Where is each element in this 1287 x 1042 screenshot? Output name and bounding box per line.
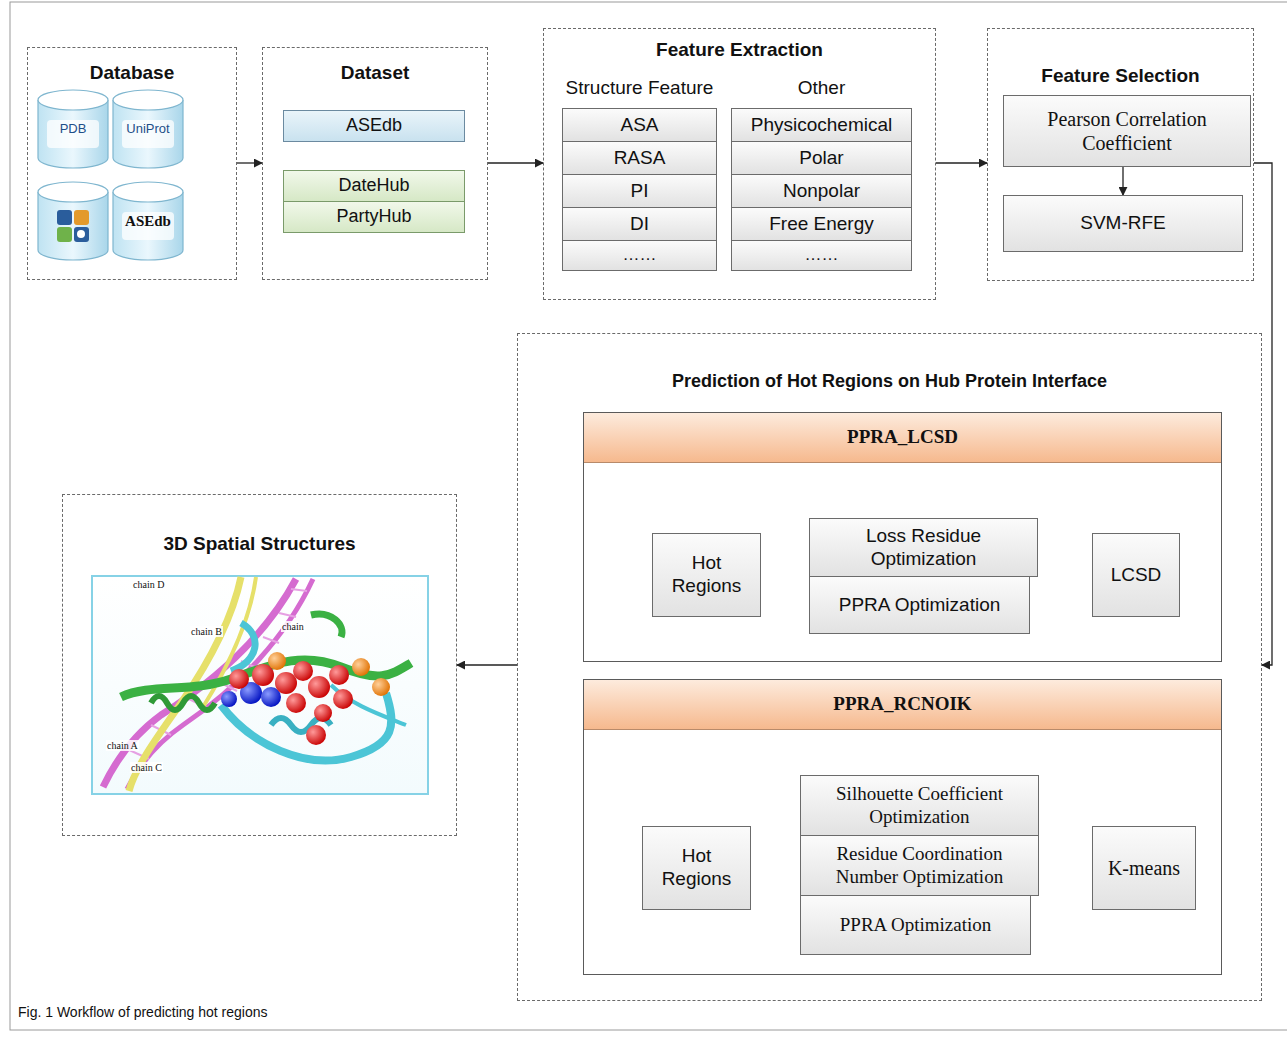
method-box: LCSD xyxy=(1092,533,1180,617)
process-box: SVM-RFE xyxy=(1003,195,1243,252)
flow-arrow xyxy=(237,162,262,163)
database-icon-cylinder xyxy=(35,180,111,262)
feature-extraction-group: Feature ExtractionStructure Feature Other… xyxy=(543,28,936,300)
node-text: Free Energy xyxy=(763,213,880,236)
result-box: Hot Regions xyxy=(642,826,751,910)
structure-group: 3D Spatial Structures xyxy=(62,494,457,836)
chain-label: chain C xyxy=(130,762,163,773)
dataset-group: DatasetASEdbDateHubPartyHub xyxy=(262,47,488,280)
feature-box: ASA xyxy=(562,108,717,142)
node-text: Structure Feature xyxy=(562,77,717,100)
dataset-box: PartyHub xyxy=(283,201,465,233)
node-text: PartyHub xyxy=(330,206,417,228)
node-text: PI xyxy=(625,180,655,203)
node-text: PDB xyxy=(54,121,93,137)
node-text: LCSD xyxy=(1105,564,1168,587)
node-text: Pearson Correlation Coefficient xyxy=(1004,107,1250,155)
panel-header-band: PPRA_RCNOIK xyxy=(584,680,1221,730)
node-text: …… xyxy=(799,245,845,265)
chain-label: chain B xyxy=(190,626,223,637)
node-text: Nonpolar xyxy=(777,180,866,203)
node-text: Residue Coordination Number Optimization xyxy=(801,843,1038,889)
database-cylinder: ASEdb xyxy=(110,180,186,262)
node-text: Polar xyxy=(793,147,849,170)
chain-label: chain D xyxy=(132,579,165,590)
flow-arrow xyxy=(488,162,543,163)
feature-box: Polar xyxy=(731,141,912,175)
process-box: Residue Coordination Number Optimization xyxy=(800,835,1039,896)
feature-box: Physicochemical xyxy=(731,108,912,142)
flow-arrow xyxy=(457,664,517,665)
node-text: ASA xyxy=(614,114,664,137)
feature-box: Free Energy xyxy=(731,207,912,241)
chain-label: chain A xyxy=(106,740,139,751)
process-box: PPRA Optimization xyxy=(809,576,1030,634)
process-box: Pearson Correlation Coefficient xyxy=(1003,95,1251,167)
prediction-group: Prediction of Hot Regions on Hub Protein… xyxy=(517,333,1262,1001)
node-text: 3D Spatial Structures xyxy=(63,533,456,556)
database-cylinder: PDB xyxy=(35,88,111,170)
node-text: RASA xyxy=(608,147,672,170)
flow-arrow xyxy=(936,162,987,163)
database-group: DatabasePDB UniProtASEdb xyxy=(27,47,237,280)
dataset-box: ASEdb xyxy=(283,110,465,142)
node-text: Silhouette Coefficient Optimization xyxy=(801,783,1038,829)
node-text: Hot Regions xyxy=(653,552,760,598)
node-text: Physicochemical xyxy=(745,114,899,137)
database-cylinder: UniProt xyxy=(110,88,186,170)
process-box: PPRA Optimization xyxy=(800,895,1031,955)
process-box: Loss Residue Optimization xyxy=(809,518,1038,577)
feature-box: DI xyxy=(562,207,717,241)
feature-box: …… xyxy=(562,240,717,271)
node-text: PPRA Optimization xyxy=(834,914,998,937)
node-text: PPRA_LCSD xyxy=(847,426,958,449)
feature-box: …… xyxy=(731,240,912,271)
feature-box: Nonpolar xyxy=(731,174,912,208)
method-box: K-means xyxy=(1092,826,1196,910)
node-text: K-means xyxy=(1102,856,1186,880)
dataset-box: DateHub xyxy=(283,170,465,202)
node-text: DI xyxy=(624,213,655,236)
node-text: UniProt xyxy=(120,121,175,137)
panel-header-band: PPRA_LCSD xyxy=(584,413,1221,463)
node-text: ASEdb xyxy=(340,115,408,137)
node-text: PPRA_RCNOIK xyxy=(833,693,971,716)
chain-label: chain xyxy=(281,621,305,632)
node-text: DateHub xyxy=(332,175,415,197)
node-text: Database xyxy=(28,62,236,85)
node-text: SVM-RFE xyxy=(1074,212,1172,235)
process-box: Silhouette Coefficient Optimization xyxy=(800,775,1039,836)
node-text: Feature Extraction xyxy=(544,39,935,62)
node-text: Feature Selection xyxy=(988,65,1253,88)
node-text: …… xyxy=(617,245,663,265)
feature-selection-group: Feature SelectionPearson Correlation Coe… xyxy=(987,28,1254,281)
node-text: Other xyxy=(731,77,912,100)
node-text: Hot Regions xyxy=(643,845,750,891)
node-text: Prediction of Hot Regions on Hub Protein… xyxy=(518,371,1261,393)
method-panel: PPRA_RCNOIK Hot Regions Silhouette Coeffic… xyxy=(583,679,1222,975)
feature-box: PI xyxy=(562,174,717,208)
feature-box: RASA xyxy=(562,141,717,175)
node-text: ASEdb xyxy=(119,212,177,230)
node-text: Dataset xyxy=(263,62,487,85)
result-box: Hot Regions xyxy=(652,533,761,617)
node-text: Loss Residue Optimization xyxy=(810,525,1037,571)
node-text: PPRA Optimization xyxy=(833,594,1007,617)
figure-caption: Fig. 1 Workflow of predicting hot region… xyxy=(18,1004,268,1020)
flow-arrow xyxy=(1254,163,1272,665)
method-panel: PPRA_LCSD Hot Regions Loss Residue Optimiz… xyxy=(583,412,1222,662)
flow-arrow xyxy=(1122,167,1123,195)
